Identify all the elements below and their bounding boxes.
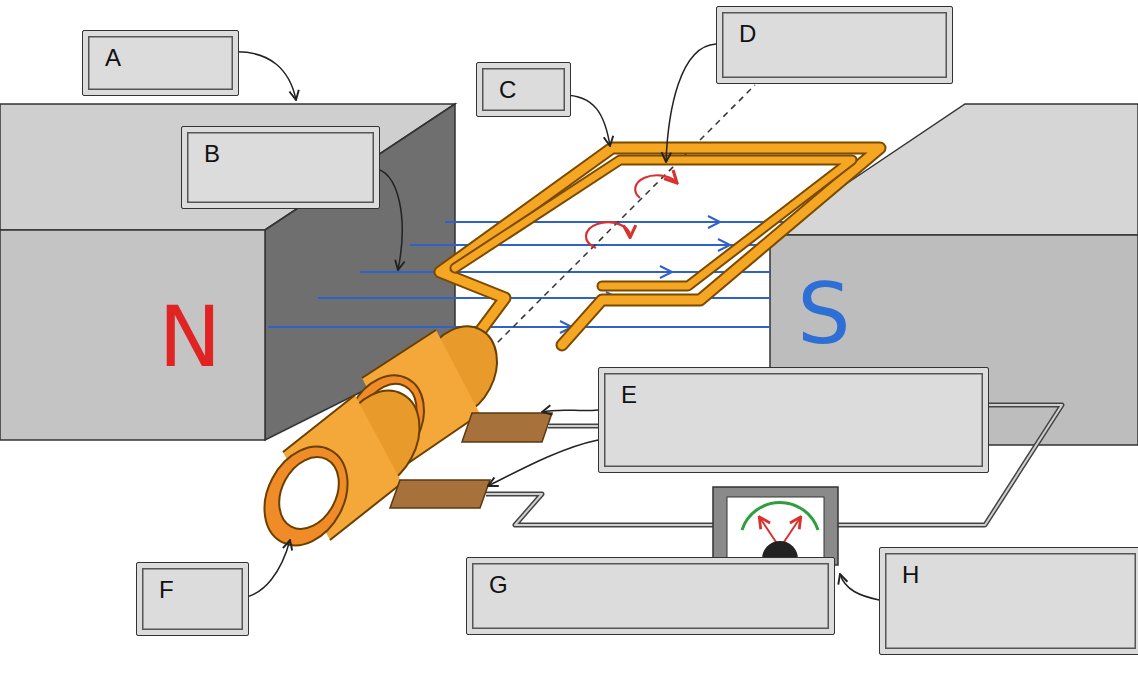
slip-rings-part: [283, 395, 355, 452]
circuit-wire-part: [486, 494, 713, 525]
slip-rings-part: [267, 447, 350, 539]
ammeter: [713, 487, 838, 565]
ammeter-part: [727, 497, 824, 559]
label-letter: D: [717, 7, 952, 47]
label-tag: A: [82, 30, 239, 96]
south-magnet-part: [770, 104, 1138, 235]
label-tag: E: [598, 367, 989, 473]
label-letter: A: [83, 31, 238, 71]
label-letter: E: [599, 368, 988, 408]
label-letter: F: [137, 563, 248, 603]
slip-rings-part: [362, 330, 436, 378]
pole-letter: N: [159, 295, 222, 379]
label-tag: G: [466, 557, 835, 635]
circuit-wire-part: [548, 424, 600, 429]
circuit-wire-part: [486, 494, 713, 525]
label-tag: B: [181, 126, 380, 209]
ammeter-part: [713, 487, 838, 565]
field-lines-part: [660, 266, 672, 278]
label-letter: G: [467, 558, 834, 598]
leader-lines-part: [666, 44, 716, 162]
slip-rings-part: [248, 432, 364, 560]
leader-lines-part: [542, 410, 598, 412]
label-tag: C: [476, 62, 571, 117]
label-letter: B: [182, 127, 379, 167]
magnet-pole: S: [776, 262, 872, 366]
label-tag: F: [136, 562, 249, 636]
label-tag: D: [716, 6, 953, 84]
label-letter: H: [880, 548, 1138, 588]
north-magnet-part: [0, 230, 265, 440]
field-lines-part: [708, 216, 720, 228]
label-tag: H: [879, 547, 1138, 655]
brushes-part: [390, 480, 490, 508]
rotation-arrows-part: [635, 175, 676, 198]
leader-lines-part: [488, 440, 598, 486]
magnet-pole: N: [140, 282, 240, 392]
coil-part: [455, 160, 852, 286]
ammeter-part: [742, 502, 818, 530]
rotation-arrows: [586, 175, 676, 248]
circuit-wire-part: [548, 425, 600, 427]
coil-part: [455, 160, 852, 286]
field-lines-part: [268, 326, 770, 328]
leader-lines-part: [840, 574, 879, 600]
rotation-arrows-part: [586, 222, 630, 248]
brushes-part: [462, 413, 552, 442]
pole-letter: S: [797, 272, 850, 356]
leader-lines-part: [232, 52, 296, 100]
label-letter: C: [477, 63, 570, 103]
